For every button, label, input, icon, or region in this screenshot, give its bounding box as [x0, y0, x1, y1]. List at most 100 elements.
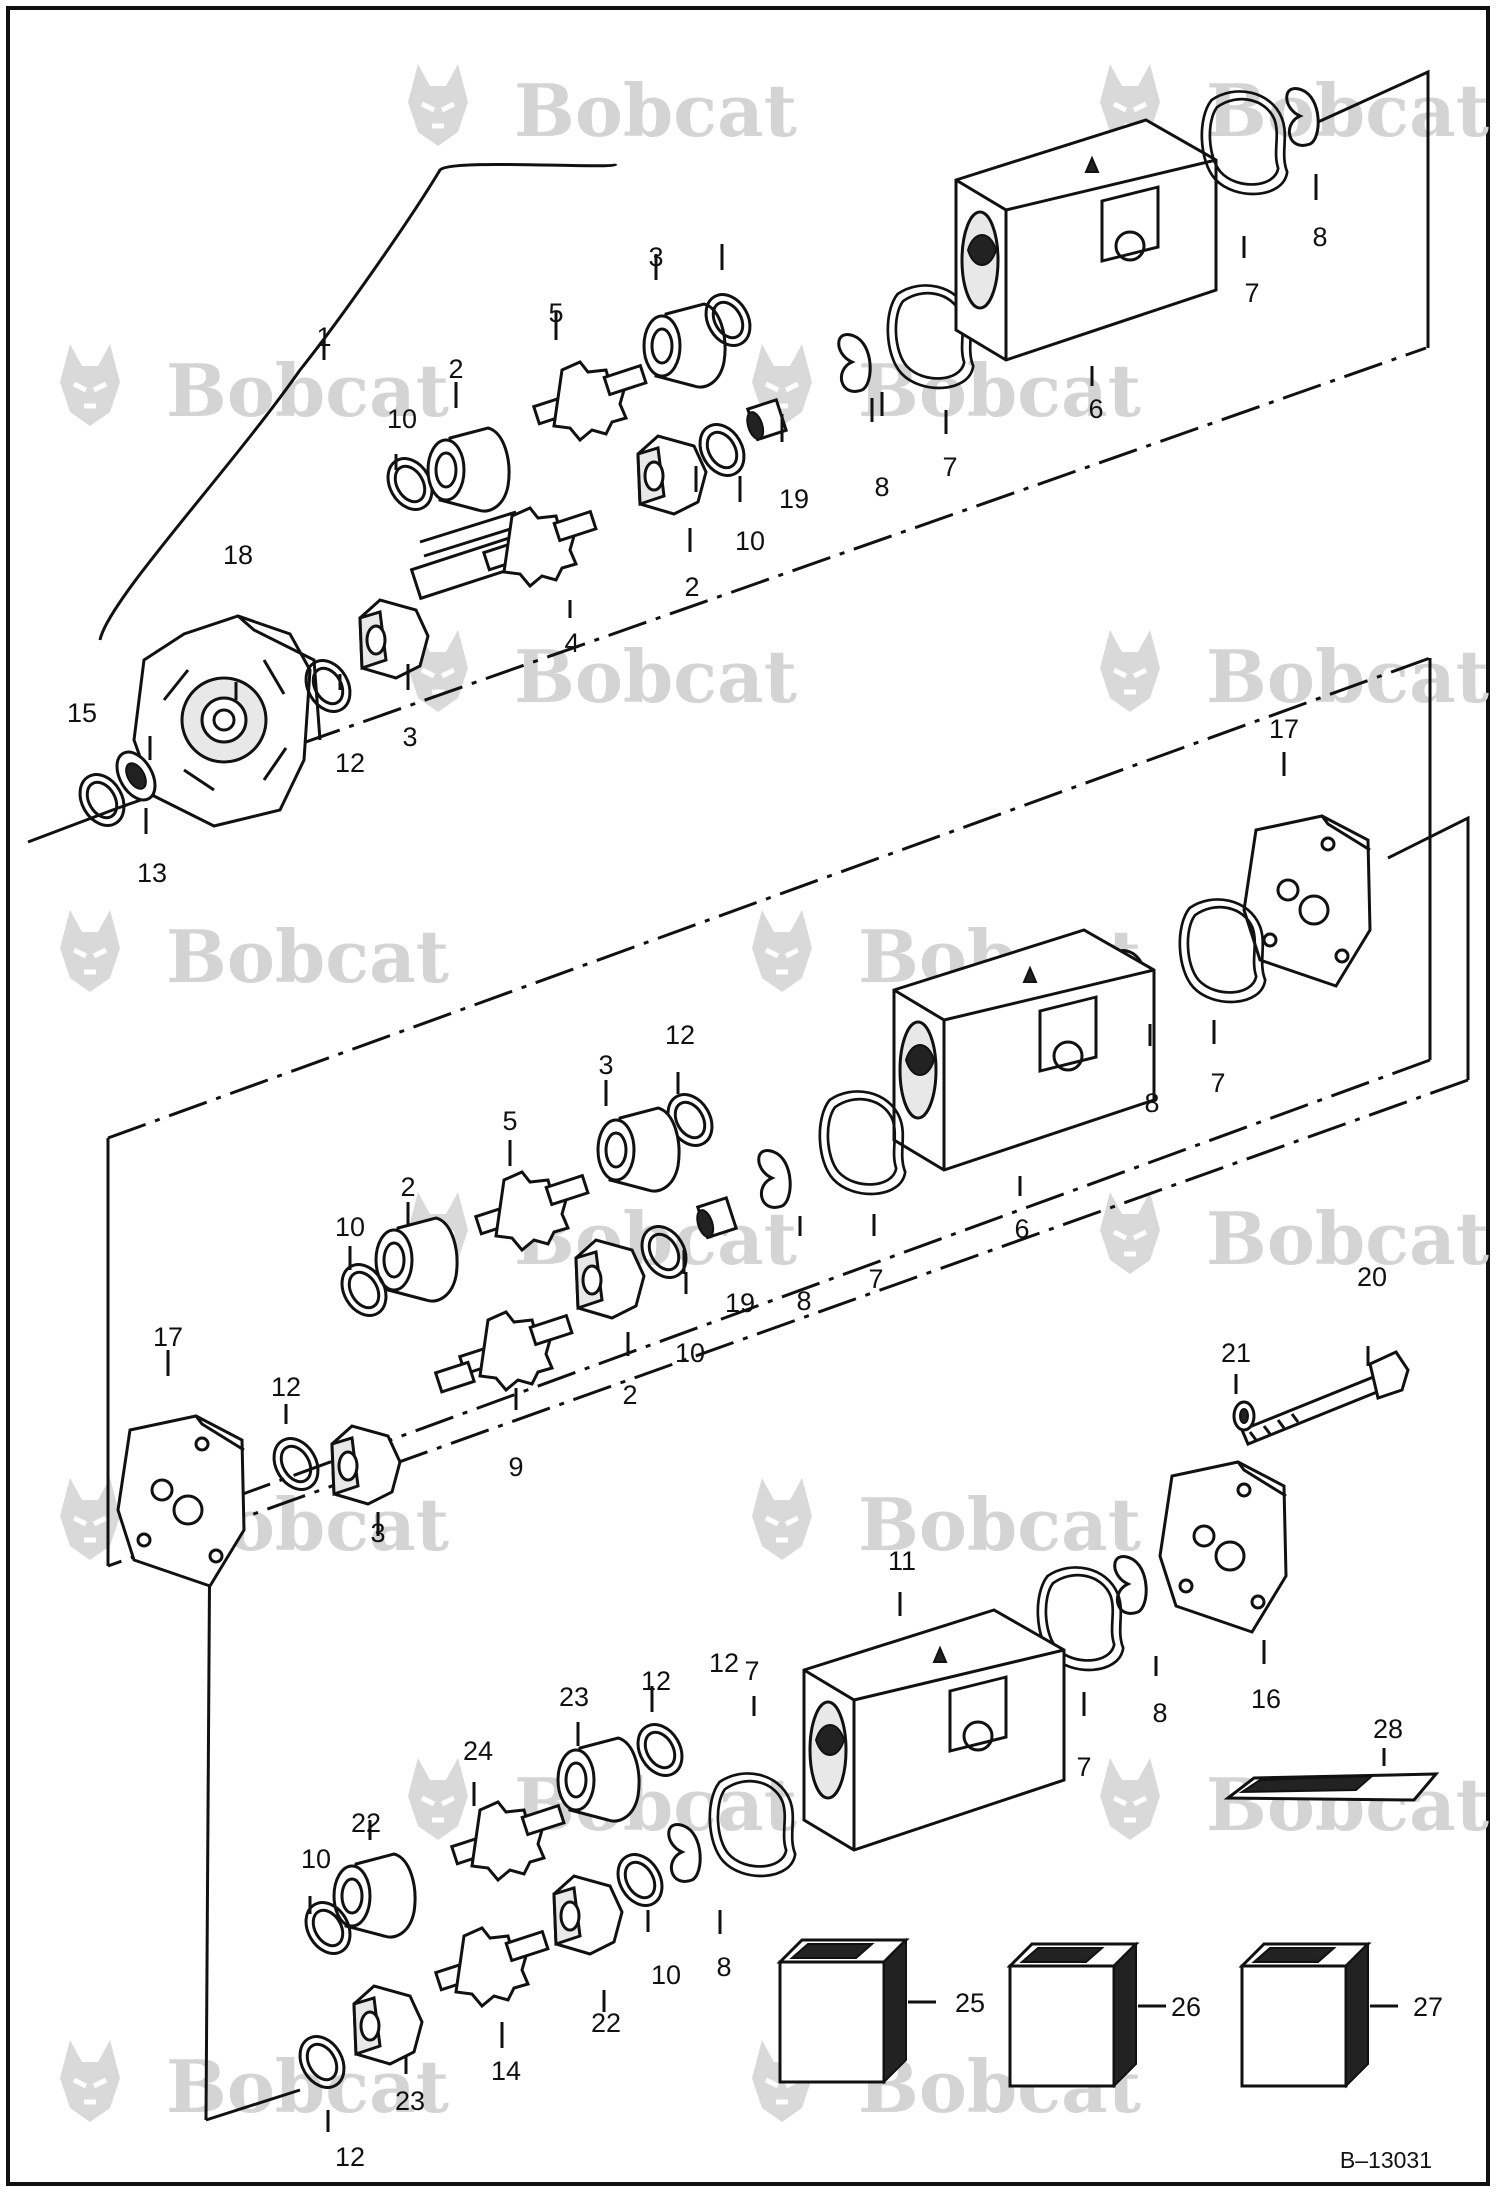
bushing — [330, 1424, 402, 1506]
callout-label: 10 — [675, 1338, 705, 1368]
watermark-row-5: Bobcat Bobcat — [408, 1192, 1489, 1281]
seal-kit-box-27 — [1240, 1942, 1370, 2088]
backup-seal — [1285, 87, 1320, 147]
bushing — [426, 426, 511, 513]
callout-label: 13 — [137, 858, 167, 888]
callout-label: 5 — [548, 298, 563, 328]
callout-label: 25 — [955, 1988, 985, 2018]
watermark-text: Bobcat — [1206, 634, 1489, 719]
watermark-text: Bobcat — [858, 1482, 1141, 1567]
bushing — [556, 1736, 641, 1823]
callout-label: 23 — [395, 2086, 425, 2116]
callout-label: 1 — [316, 322, 331, 352]
callout-label: 8 — [1144, 1088, 1159, 1118]
callout-label: 10 — [335, 1212, 365, 1242]
callout-label: 7 — [868, 1264, 883, 1294]
callouts: 1 2 2 2 2 3 3 3 3 4 5 5 6 6 7 7 7 7 7 7 … — [67, 222, 1443, 2172]
callout-label: 12 — [335, 748, 365, 778]
front-mounting-flange — [132, 614, 322, 828]
backup-seal — [837, 333, 872, 393]
driven-gear — [532, 360, 648, 442]
callout-label: 10 — [301, 1844, 331, 1874]
callout-label: 11 — [888, 1546, 916, 1576]
backup-seal — [667, 1823, 702, 1883]
cap-screw — [1240, 1350, 1410, 1446]
callout-label: 23 — [559, 1682, 589, 1712]
callout-label: 4 — [564, 628, 579, 658]
watermark-text: Bobcat — [166, 914, 449, 999]
callout-label: 12 — [641, 1666, 671, 1696]
bushing — [358, 598, 430, 680]
watermark-text: Bobcat — [514, 68, 797, 153]
callout-label: 3 — [402, 722, 417, 752]
figure-reference: B–13031 — [1340, 2147, 1432, 2173]
housing-seal — [818, 1090, 907, 1196]
callout-label: 12 — [335, 2142, 365, 2172]
callout-label: 15 — [67, 698, 97, 728]
seal-kits — [778, 1772, 1440, 2088]
callout-label: 26 — [1171, 1992, 1201, 2022]
callout-label: 7 — [1244, 278, 1259, 308]
callout-label: 18 — [223, 540, 253, 570]
callout-label: 2 — [448, 354, 463, 384]
callout-label: 17 — [153, 1322, 183, 1352]
callout-label: 7 — [1210, 1068, 1225, 1098]
assembly-bracket-1 — [98, 162, 618, 641]
shim-strip — [1223, 1772, 1440, 1802]
callout-label: 12 — [271, 1372, 301, 1402]
callout-label: 19 — [779, 484, 809, 514]
backup-seal — [757, 1149, 792, 1209]
end-plate — [116, 1414, 246, 1588]
washer — [1232, 1400, 1256, 1432]
watermark-row-1: Bobcat Bobcat — [408, 64, 1489, 153]
callout-label: 22 — [591, 2008, 621, 2038]
rear-cover — [1158, 1460, 1288, 1634]
seal-kit-box-25 — [778, 1938, 908, 2084]
callout-label: 24 — [463, 1736, 493, 1766]
rear-pump-housing — [802, 1608, 1066, 1852]
callout-label: 7 — [942, 452, 957, 482]
callout-label: 22 — [351, 1808, 381, 1838]
watermarks: Bobcat Bobcat Bobcat Bobcat Bobcat Bobca… — [60, 64, 1489, 2129]
section-1-front-pump — [69, 87, 1320, 835]
callout-label: 8 — [1152, 1698, 1167, 1728]
callout-label: 10 — [735, 526, 765, 556]
callout-label: 8 — [1312, 222, 1327, 252]
callout-label: 10 — [387, 404, 417, 434]
callout-label: 7 — [744, 1656, 759, 1686]
callout-label: 27 — [1413, 1992, 1443, 2022]
shaft-seal — [115, 750, 157, 802]
callout-label: 9 — [508, 1452, 523, 1482]
callout-label: 12 — [709, 1648, 739, 1678]
callout-label: 2 — [684, 572, 699, 602]
callout-label: 8 — [874, 472, 889, 502]
housing-seal — [1178, 898, 1267, 1004]
callout-label: 8 — [796, 1286, 811, 1316]
bushing — [552, 1874, 624, 1956]
callout-label: 19 — [725, 1288, 755, 1318]
drive-gear — [434, 1926, 550, 2008]
bushing — [374, 1216, 459, 1303]
callout-label: 17 — [1269, 714, 1299, 744]
seal-kit-box-26 — [1008, 1942, 1138, 2088]
bushing — [574, 1238, 646, 1320]
pump-housing — [954, 118, 1218, 362]
callout-label: 5 — [502, 1106, 517, 1136]
callout-label: 6 — [1014, 1214, 1029, 1244]
watermark-text: Bobcat — [1206, 68, 1489, 153]
callout-label: 8 — [716, 1952, 731, 1982]
watermark-row-3: Bobcat Bobcat — [408, 630, 1489, 719]
section-2-middle-pump — [116, 814, 1372, 1588]
section-3-rear-pump — [289, 1350, 1410, 2097]
backup-seal — [1113, 1555, 1148, 1615]
callout-label: 21 — [1221, 1338, 1251, 1368]
bushing — [596, 1106, 681, 1193]
dowel — [695, 1195, 739, 1240]
dowel — [745, 397, 789, 442]
callout-label: 12 — [665, 1020, 695, 1050]
callout-label: 6 — [1088, 394, 1103, 424]
callout-label: 7 — [1076, 1752, 1091, 1782]
callout-label: 3 — [598, 1050, 613, 1080]
